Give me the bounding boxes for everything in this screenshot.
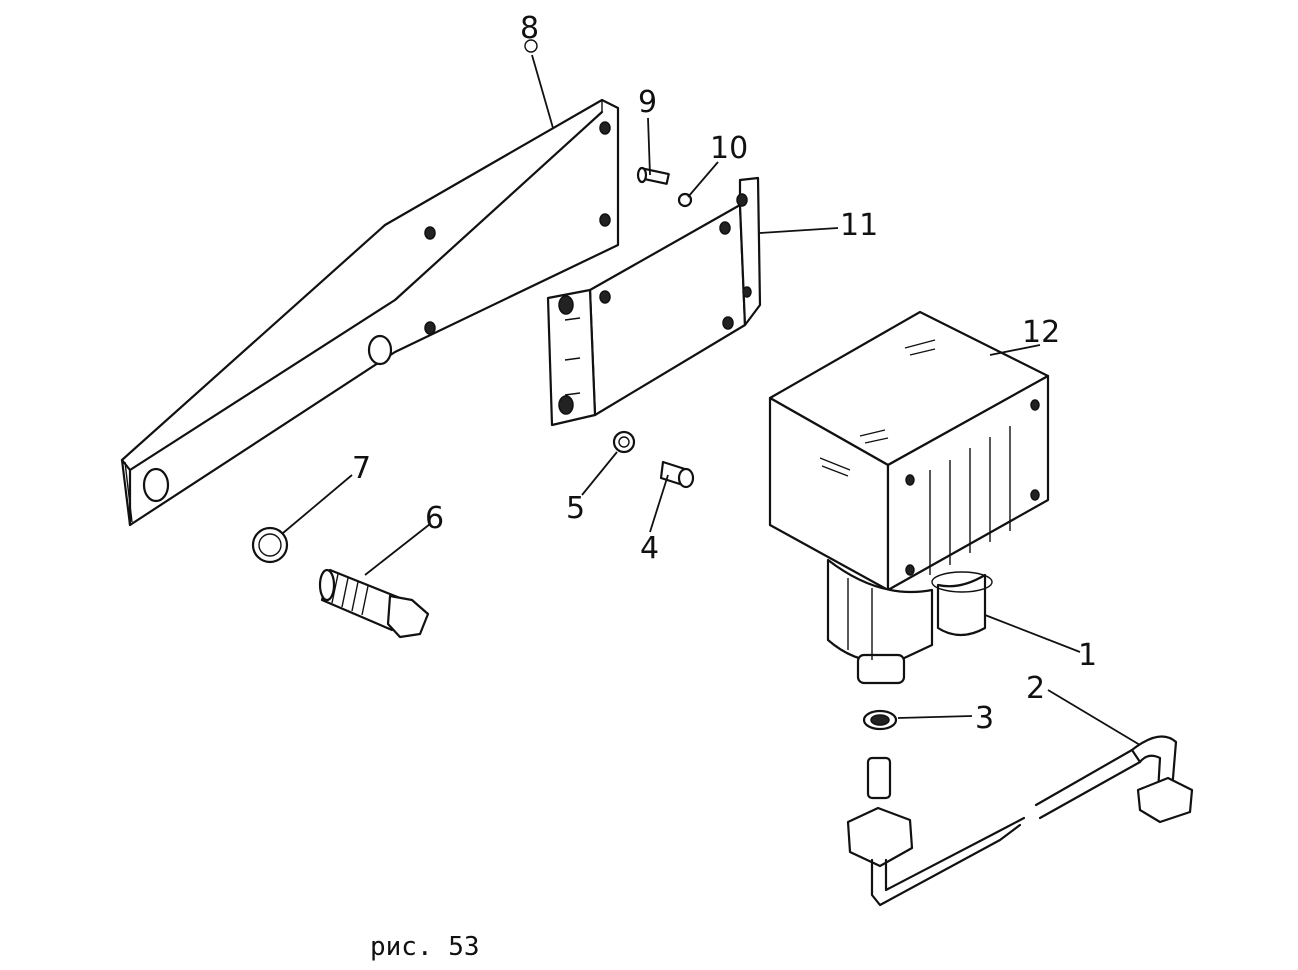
- leader-lines: [282, 39, 1141, 746]
- part-9-screw: [636, 166, 670, 185]
- part-12-cover-box: [768, 310, 1050, 592]
- part-8-bracket-plate: [120, 98, 620, 527]
- part-3-sealing-washer: [862, 709, 898, 731]
- part-2-tube-assembly: [846, 735, 1194, 907]
- callout-5: 5: [566, 491, 585, 526]
- part-1-pressure-switch: [826, 558, 993, 685]
- callout-6: 6: [425, 501, 444, 536]
- callout-7: 7: [352, 451, 371, 486]
- part-6-hex-bolt: [318, 568, 430, 639]
- part-11-angle-bracket: [546, 176, 762, 427]
- callout-10: 10: [710, 131, 748, 166]
- callout-11: 11: [840, 208, 878, 243]
- callout-2: 2: [1026, 671, 1045, 706]
- callout-12: 12: [1022, 315, 1060, 350]
- figure-caption: рис. 53: [370, 932, 480, 962]
- callout-4: 4: [640, 531, 659, 566]
- callout-9: 9: [638, 85, 657, 120]
- part-7-washer: [251, 526, 289, 564]
- part-5-washer: [612, 430, 636, 454]
- part-4-screw: [659, 460, 695, 489]
- callout-3: 3: [975, 701, 994, 736]
- callout-8: 8: [520, 11, 539, 46]
- callout-1: 1: [1078, 638, 1097, 673]
